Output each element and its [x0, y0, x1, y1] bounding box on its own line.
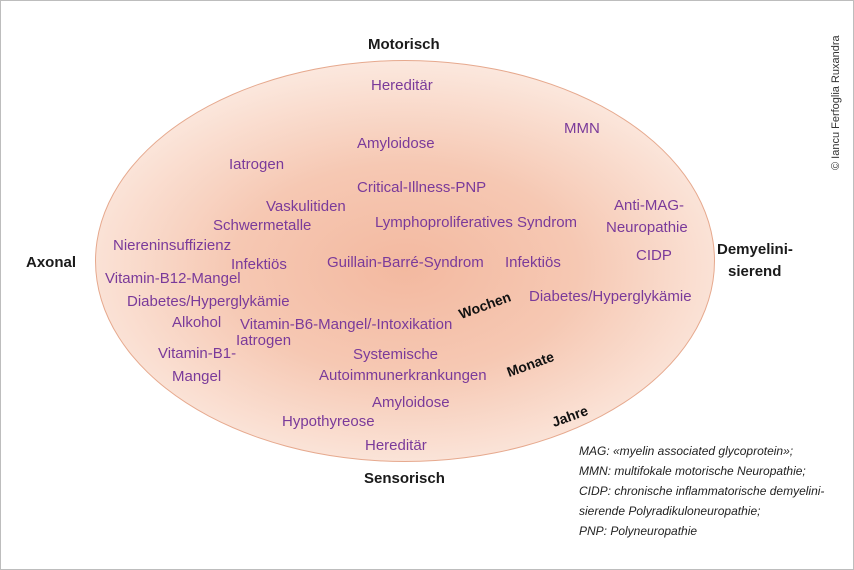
label-guillain-barre: Guillain-Barré-Syndrom	[327, 254, 484, 271]
label-hereditaer-bottom: Hereditär	[365, 437, 427, 454]
label-hypothyreose: Hypothyreose	[282, 413, 375, 430]
axis-left-label: Axonal	[26, 254, 77, 271]
label-niereninsuffizienz: Niereninsuffizienz	[113, 237, 232, 254]
label-diabetes-left: Diabetes/Hyperglykämie	[127, 293, 290, 310]
label-iatrogen-bottom: Iatrogen	[236, 332, 292, 349]
label-anti-mag-line1: Anti-MAG-	[614, 197, 685, 214]
legend-line-pnp: PNP: Polyneuropathie	[579, 524, 698, 538]
label-systemische-line1: Systemische	[353, 346, 439, 363]
label-cidp: CIDP	[636, 247, 672, 264]
axis-top-label: Motorisch	[368, 36, 440, 53]
label-vitamin-b1-line1: Vitamin-B1-	[158, 345, 237, 362]
axis-bottom-label: Sensorisch	[364, 470, 445, 487]
label-systemische-line2: Autoimmunerkrankungen	[319, 367, 487, 384]
copyright-text: © Iancu Ferfoglia Ruxandra	[830, 35, 842, 170]
label-infektioes-left: Infektiös	[231, 256, 287, 273]
label-anti-mag-line2: Neuropathie	[606, 219, 688, 236]
label-amyloidose-top: Amyloidose	[357, 135, 435, 152]
label-iatrogen-top: Iatrogen	[229, 156, 285, 173]
abbreviation-legend: MAG: «myelin associated glycoprotein»; M…	[579, 441, 847, 541]
legend-line-cidp-2: sierende Polyradikuloneuropathie;	[579, 504, 761, 518]
legend-line-cidp-1: CIDP: chronische inflammatorische demyel…	[579, 484, 825, 498]
axis-right-label-line1: Demyelini-	[717, 241, 793, 258]
legend-line-mag: MAG: «myelin associated glycoprotein»;	[579, 444, 794, 458]
label-alkohol: Alkohol	[172, 314, 222, 331]
label-vaskulitiden: Vaskulitiden	[266, 198, 346, 215]
neuropathy-ellipse	[95, 60, 715, 462]
label-vitamin-b1-line2: Mangel	[172, 368, 222, 385]
axis-right-label-line2: sierend	[728, 263, 782, 280]
label-diabetes-right: Diabetes/Hyperglykämie	[529, 288, 692, 305]
label-lymphoproliferatives-syndrom: Lymphoproliferatives Syndrom	[375, 214, 578, 231]
label-hereditaer-top: Hereditär	[371, 77, 433, 94]
legend-line-mmn: MMN: multifokale motorische Neuropathie;	[579, 464, 806, 478]
label-vitamin-b12-mangel: Vitamin-B12-Mangel	[105, 270, 241, 287]
label-mmn: MMN	[564, 120, 600, 137]
label-critical-illness: Critical-Illness-PNP	[357, 179, 487, 196]
label-infektioes-right: Infektiös	[505, 254, 561, 271]
label-amyloidose-bottom: Amyloidose	[372, 394, 450, 411]
label-schwermetalle: Schwermetalle	[213, 217, 312, 234]
label-vitamin-b6: Vitamin-B6-Mangel/-Intoxikation	[240, 316, 453, 333]
